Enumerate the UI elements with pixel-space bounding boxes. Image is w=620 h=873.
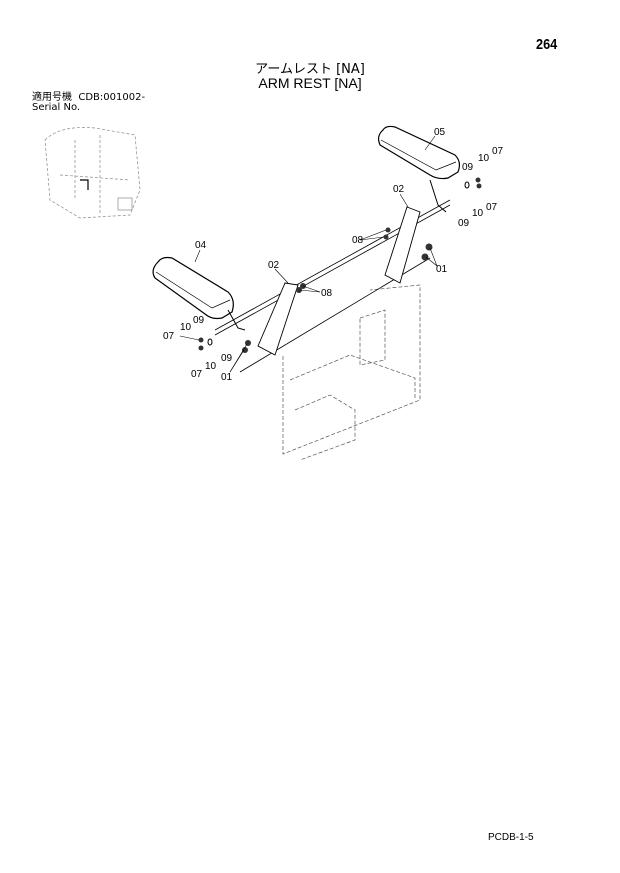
callout-label: 07 xyxy=(486,202,498,213)
callout-label: 10 xyxy=(205,361,217,372)
serial-range: CDB:001002- xyxy=(78,92,146,103)
callout-label: 09 xyxy=(193,315,205,326)
callout-label: 01 xyxy=(436,264,448,275)
armrest-right xyxy=(377,125,461,213)
callout-label: 05 xyxy=(434,127,446,138)
callout-label: 10 xyxy=(478,153,490,164)
callout-label: 09 xyxy=(462,162,474,173)
page-title-japanese: アームレスト [NA] xyxy=(255,62,365,77)
callout-label: 09 xyxy=(221,353,233,364)
page-number: 264 xyxy=(536,36,558,53)
callout-label: 02 xyxy=(393,184,405,195)
callout-label: 04 xyxy=(195,240,207,251)
hardware xyxy=(198,177,482,353)
leader-lines xyxy=(179,135,438,373)
serial-applicability: 適用号機 CDB:001002- Serial No. xyxy=(32,93,145,113)
applicability-label-jp: 適用号機 xyxy=(32,92,72,103)
bracket-right xyxy=(384,206,421,284)
page-title: ARM REST [NA] xyxy=(258,75,362,91)
callout-label: 02 xyxy=(268,260,280,271)
callout-label: 09 xyxy=(458,218,470,229)
callout-label: 08 xyxy=(321,288,333,299)
footer-code: PCDB-1-5 xyxy=(488,832,534,843)
callout-label: 08 xyxy=(352,235,364,246)
bracket-left xyxy=(257,282,299,356)
seat-frame xyxy=(282,284,421,461)
callout-label: 01 xyxy=(221,372,233,383)
callout-label: 07 xyxy=(492,146,504,157)
armrest-left xyxy=(152,256,246,331)
callout-label: 10 xyxy=(180,322,192,333)
machine-thumbnail xyxy=(44,127,141,219)
callout-label: 10 xyxy=(472,208,484,219)
callout-label: 07 xyxy=(191,369,203,380)
callout-label: 07 xyxy=(163,331,175,342)
serial-label: Serial No. xyxy=(32,102,81,113)
